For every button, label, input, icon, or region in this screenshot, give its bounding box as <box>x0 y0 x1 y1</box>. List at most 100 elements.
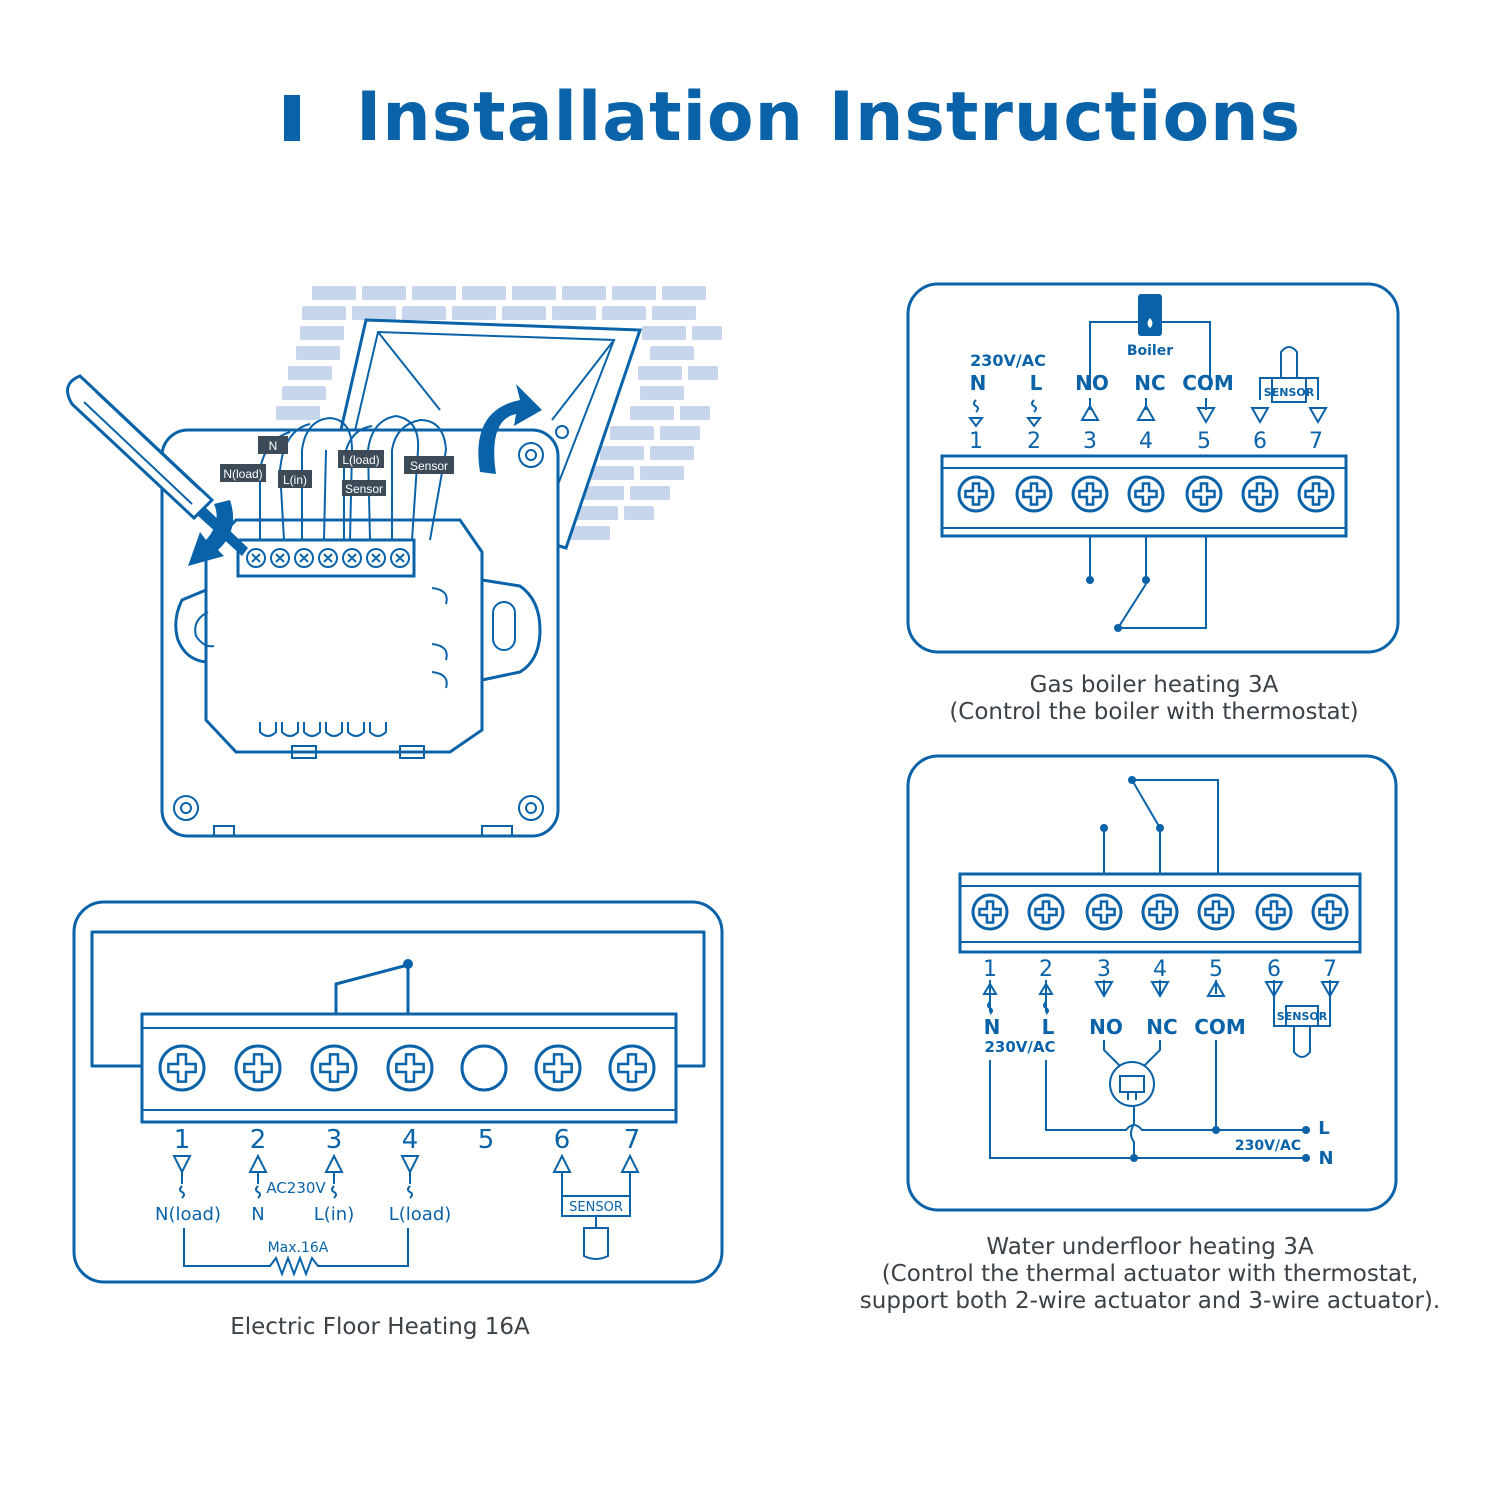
water-label-sensor: SENSOR <box>1277 1010 1328 1023</box>
screw-cross-icon <box>167 1053 197 1083</box>
water-caption-line1: Water underfloor heating 3A <box>986 1234 1314 1260</box>
boiler-terminal-screws <box>957 475 1335 513</box>
water-panel <box>906 754 1398 1212</box>
water-terminal-screws <box>971 893 1349 931</box>
terminal-screw-icon <box>1127 475 1165 513</box>
terminal-screw-icon <box>1071 475 1109 513</box>
terminal-screw-icon <box>1255 893 1293 931</box>
electric-label-sensor: SENSOR <box>569 1200 623 1215</box>
electric-terminal-number: 1 <box>174 1125 191 1155</box>
terminal-screw-icon <box>1197 893 1235 931</box>
boiler-terminal-number: 4 <box>1139 429 1153 454</box>
screw-cross-icon <box>1262 900 1286 924</box>
electric-terminal-number: 4 <box>402 1125 419 1155</box>
boiler-label-sensor: SENSOR <box>1264 386 1315 399</box>
boiler-label-n: N <box>970 371 987 395</box>
electric-panel <box>72 900 724 1284</box>
terminal-screw-icon <box>158 1044 206 1092</box>
water-terminal-number: 4 <box>1153 957 1167 982</box>
water-label-no: NO <box>1089 1015 1123 1039</box>
screw-cross-icon <box>543 1053 573 1083</box>
wire-tag-lload <box>338 450 384 468</box>
title-accent-bar <box>284 95 300 141</box>
screw-cross-icon <box>978 900 1002 924</box>
water-caption-line2: (Control the thermal actuator with therm… <box>881 1261 1419 1287</box>
boiler-label-no: NO <box>1075 371 1109 395</box>
boiler-label-l: L <box>1030 371 1043 395</box>
water-terminal-number: 6 <box>1267 957 1281 982</box>
water-label-n: N <box>984 1015 1001 1039</box>
terminal-screw-icon <box>1241 475 1279 513</box>
wire-tag-sensor-b-label: Sensor <box>410 459 448 473</box>
water-caption-line3: support both 2-wire actuator and 3-wire … <box>859 1288 1441 1314</box>
water-terminal-number: 3 <box>1097 957 1111 982</box>
screw-cross-icon <box>243 1053 273 1083</box>
boiler-terminal-number: 7 <box>1309 429 1323 454</box>
terminal-screw-icon <box>1297 475 1335 513</box>
water-terminal-number: 7 <box>1323 957 1337 982</box>
water-label-com: COM <box>1194 1015 1246 1039</box>
screw-cross-icon <box>617 1053 647 1083</box>
electric-terminal-number: 2 <box>250 1125 267 1155</box>
terminal-screw-icon <box>534 1044 582 1092</box>
water-label-supply: 230V/AC <box>1235 1138 1301 1154</box>
boiler-caption-line2: (Control the boiler with thermostat) <box>949 699 1359 725</box>
water-label-nc: NC <box>1146 1015 1177 1039</box>
page-title: Installation Instructions <box>356 78 1302 157</box>
wire-tag-n-label: N <box>269 439 278 453</box>
screw-cross-icon <box>1022 482 1046 506</box>
boiler-terminal-number: 6 <box>1253 429 1267 454</box>
screw-cross-icon <box>1248 482 1272 506</box>
screw-cross-icon <box>1148 900 1172 924</box>
boiler-terminal-number: 5 <box>1197 429 1211 454</box>
water-label-supply-l: L <box>1318 1118 1329 1139</box>
water-label-supply-n: N <box>1318 1148 1333 1169</box>
wire-tag-nload <box>220 464 266 482</box>
screw-cross-icon <box>1078 482 1102 506</box>
boiler-terminal-number: 2 <box>1027 429 1041 454</box>
water-label-l: L <box>1042 1015 1055 1039</box>
boiler-icon <box>1138 294 1162 336</box>
electric-label-lin: L(in) <box>314 1204 354 1225</box>
screw-cross-icon <box>319 1053 349 1083</box>
boiler-labels: 230V/AC N L NO NC COM Boiler SENSOR 1 2 … <box>969 343 1323 454</box>
screw-cross-icon <box>1318 900 1342 924</box>
wire-tag-sensor-a <box>342 480 386 496</box>
terminal-screw-icon <box>1141 893 1179 931</box>
terminal-screw-icon <box>971 893 1009 931</box>
electric-label-lload: L(load) <box>389 1204 452 1225</box>
electric-caption: Electric Floor Heating 16A <box>230 1314 530 1340</box>
terminal-screw-icon <box>1027 893 1065 931</box>
terminal-screw-icon <box>310 1044 358 1092</box>
rotate-arrow-icon <box>188 500 234 566</box>
water-terminal-number: 5 <box>1209 957 1223 982</box>
wire-tag-sensor-b <box>404 456 454 474</box>
terminal-screw-icon <box>1085 893 1123 931</box>
electric-terminal-number: 5 <box>478 1125 495 1155</box>
electric-terminal-screws <box>158 1044 656 1092</box>
wire-tags: N N(load) L(in) L(load) Sensor Sensor <box>220 436 454 496</box>
boiler-label-voltage: 230V/AC <box>970 351 1046 370</box>
screw-cross-icon <box>1192 482 1216 506</box>
wire-tag-n <box>258 436 288 454</box>
wire-tag-lin-label: L(in) <box>283 473 307 487</box>
boiler-terminal-number: 3 <box>1083 429 1097 454</box>
water-terminal-number: 2 <box>1039 957 1053 982</box>
screw-cross-icon <box>964 482 988 506</box>
water-caption: Water underfloor heating 3A (Control the… <box>790 1234 1500 1315</box>
terminal-screw-icon <box>234 1044 282 1092</box>
boiler-label-boiler: Boiler <box>1127 343 1173 359</box>
terminal-screw-icon <box>1015 475 1053 513</box>
wire-tag-nload-label: N(load) <box>223 467 262 481</box>
water-labels: 1 2 3 4 5 6 7 N L 230V/AC NO NC COM SENS… <box>983 957 1337 1169</box>
electric-terminal-numbers: 1 2 3 4 5 6 7 <box>174 1125 641 1155</box>
electric-label-max: Max.16A <box>268 1240 329 1256</box>
electric-terminal-number: 3 <box>326 1125 343 1155</box>
water-label-voltage: 230V/AC <box>984 1038 1055 1056</box>
water-terminal-number: 1 <box>983 957 997 982</box>
terminal-screw-icon <box>1185 475 1223 513</box>
screw-cross-icon <box>1204 900 1228 924</box>
boiler-caption: Gas boiler heating 3A (Control the boile… <box>907 672 1401 726</box>
screw-cross-icon <box>1092 900 1116 924</box>
